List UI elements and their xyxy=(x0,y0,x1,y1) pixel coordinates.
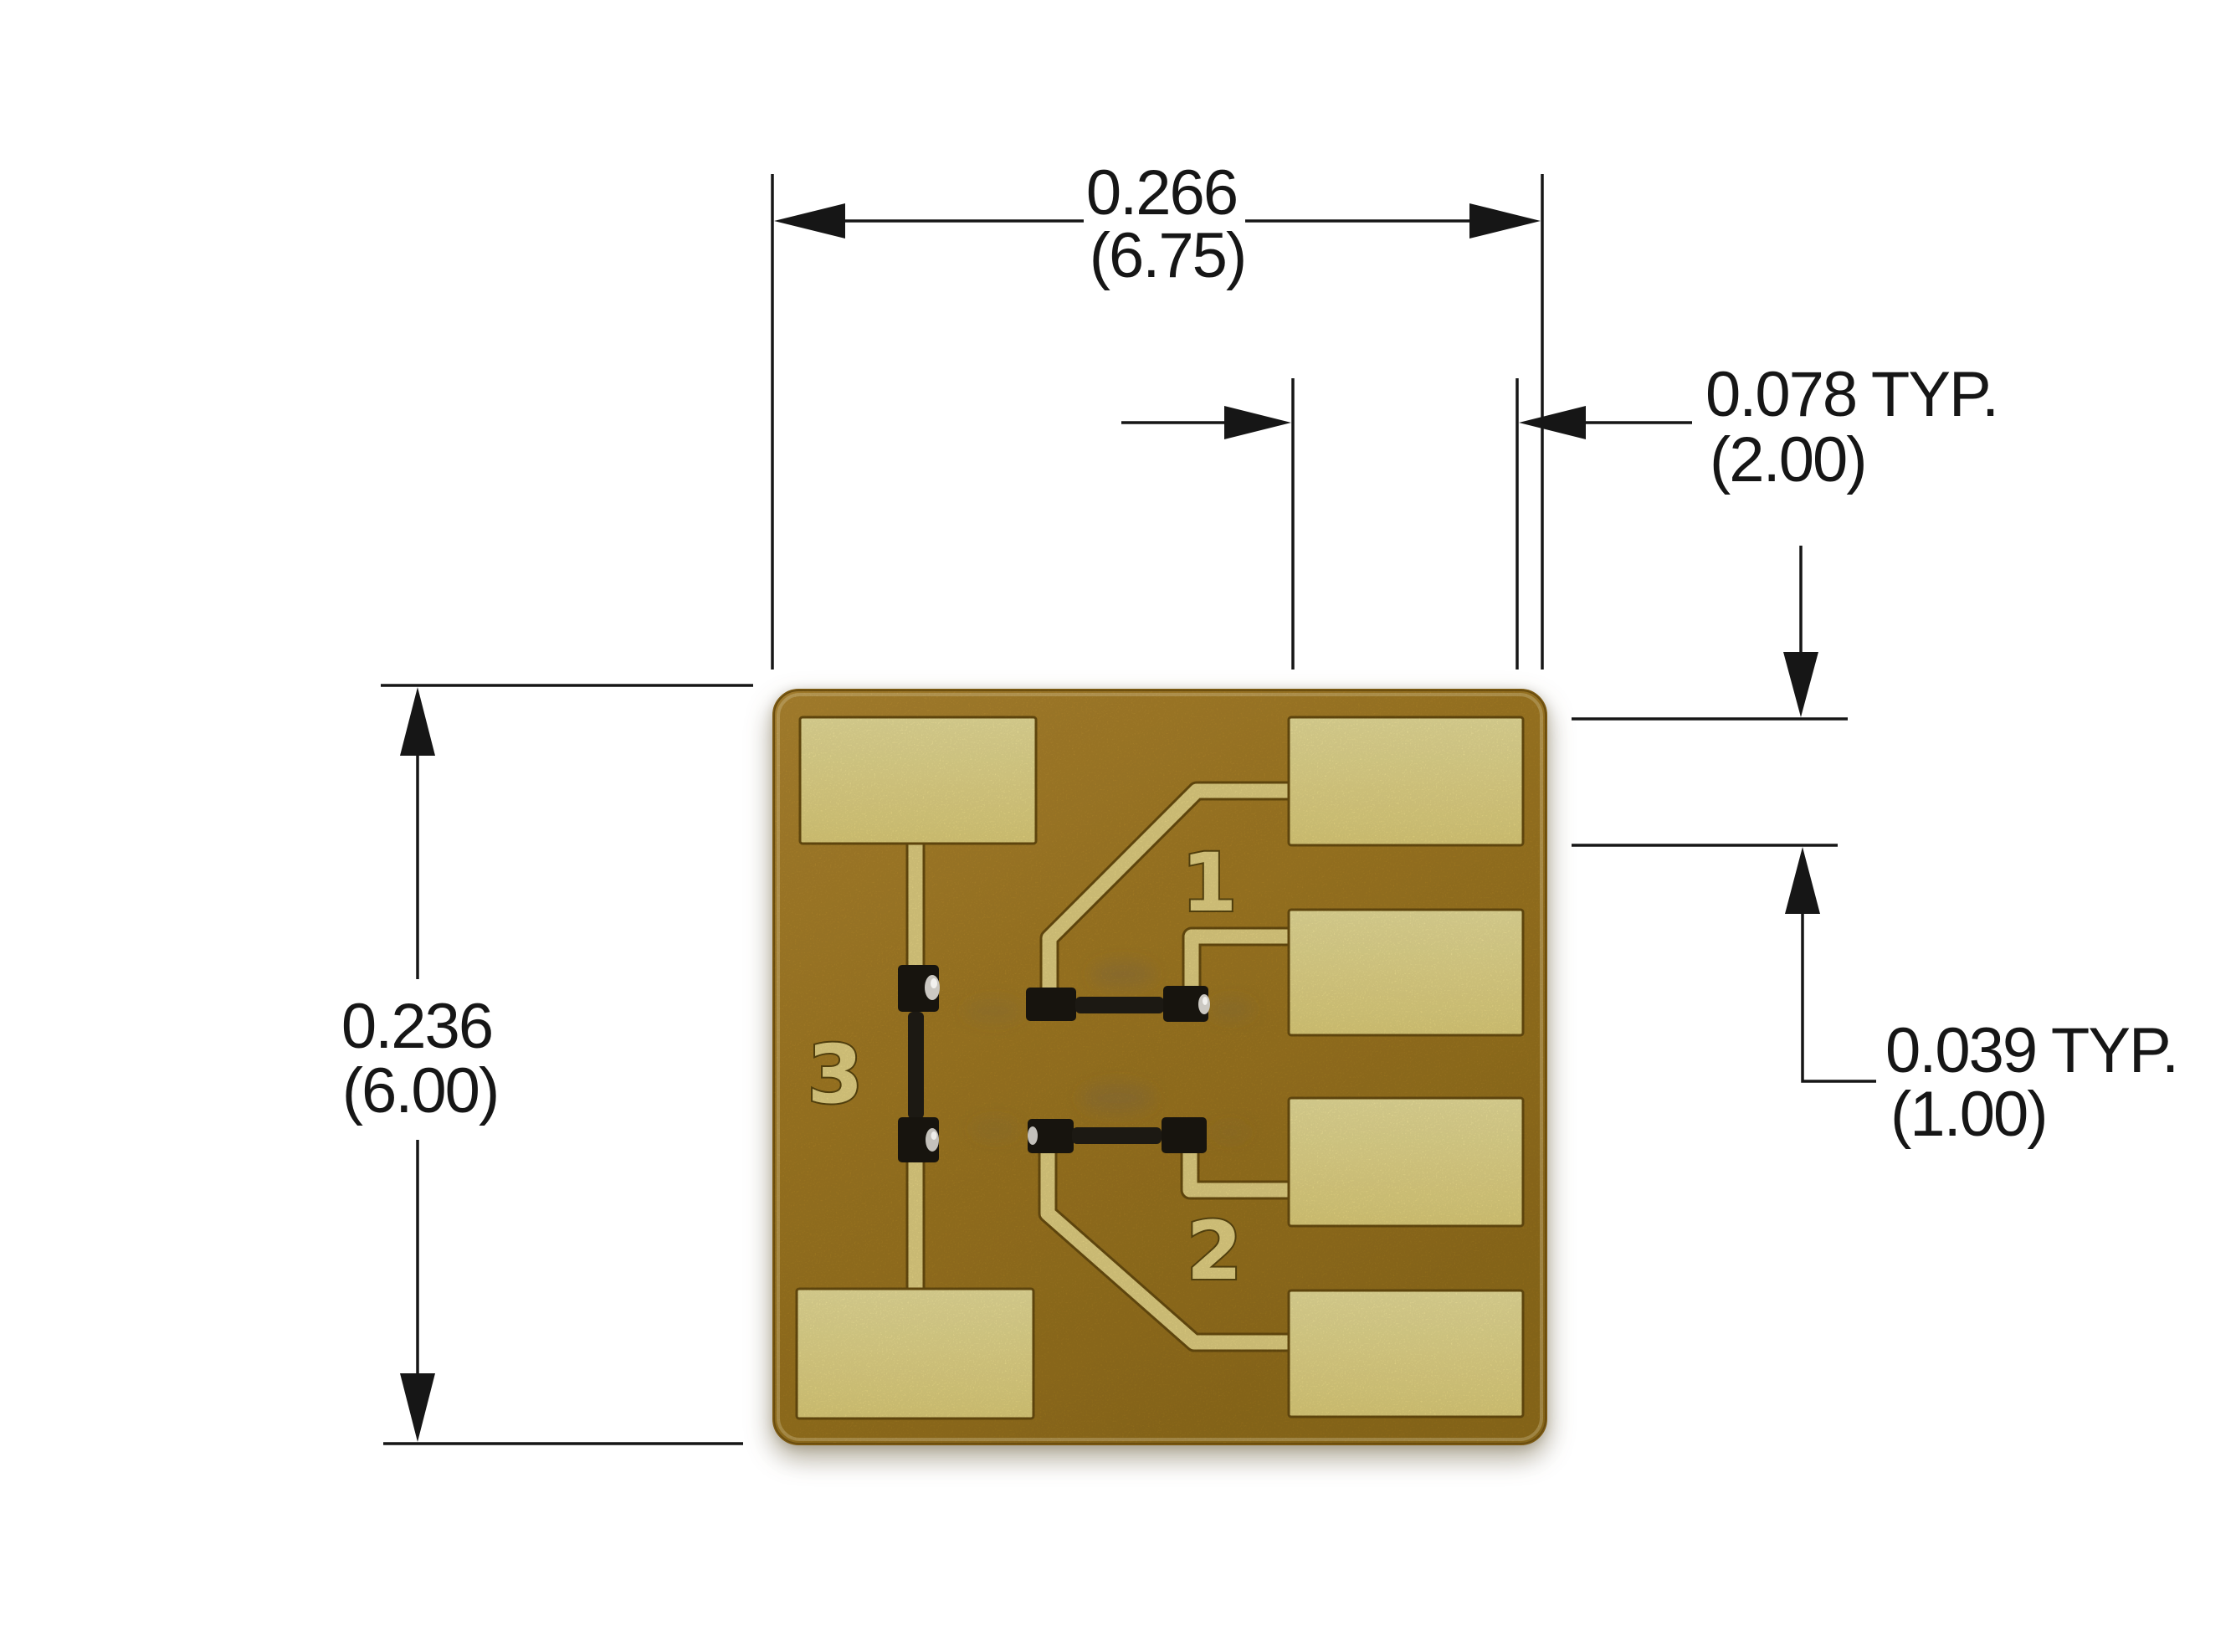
solder-blob xyxy=(926,1128,939,1152)
component-1-terminal-left xyxy=(1026,988,1076,1021)
solder-blob xyxy=(1028,1126,1038,1145)
flux-smudges xyxy=(963,961,1254,1142)
component-2-terminal-right xyxy=(1162,1117,1207,1153)
dim-substrate-height-inch: 0.236 xyxy=(341,991,494,1062)
component-vertical-body xyxy=(908,1012,924,1119)
dim-substrate-width-inch: 0.266 xyxy=(1085,157,1239,228)
substrate-grain-texture xyxy=(773,690,1546,1444)
solder-highlight xyxy=(931,1131,937,1140)
substrate-photo: 1 2 3 xyxy=(772,689,1547,1445)
arrowhead-width-left xyxy=(774,203,845,239)
dim-substrate-height-mm: (6.00) xyxy=(341,1055,500,1126)
arrowhead-height-up xyxy=(400,687,435,756)
arrowhead-padh-up xyxy=(1785,847,1820,914)
dim-pad-width-inch: 0.078 TYP. xyxy=(1705,359,1999,430)
arrowhead-padw-left xyxy=(1224,406,1291,439)
dim-pad-width-mm: (2.00) xyxy=(1710,424,1868,495)
component-horizontal-2 xyxy=(1028,1117,1207,1153)
arrowhead-height-down xyxy=(400,1373,435,1442)
component-horizontal-1 xyxy=(1026,986,1210,1022)
component-2-terminal-left xyxy=(1028,1119,1074,1153)
dim-pad-height-inch: 0.039 TYP. xyxy=(1885,1015,2179,1086)
component-vertical xyxy=(898,965,940,1162)
dim-substrate-width-mm: (6.75) xyxy=(1089,220,1248,291)
solder-highlight xyxy=(1203,997,1208,1005)
component-1-terminal-right xyxy=(1163,986,1208,1022)
arrowhead-width-right xyxy=(1469,203,1541,239)
arrowhead-padh-down xyxy=(1783,652,1818,717)
solder-highlight xyxy=(931,978,937,988)
dim-line-padh-up-tail xyxy=(1801,912,1876,1083)
component-2-body xyxy=(1072,1127,1162,1144)
dim-pad-height-mm: (1.00) xyxy=(1890,1079,2049,1150)
component-1-body xyxy=(1075,997,1164,1013)
component-vertical-terminal-bottom xyxy=(898,1117,939,1162)
arrowhead-padw-right xyxy=(1519,406,1586,439)
